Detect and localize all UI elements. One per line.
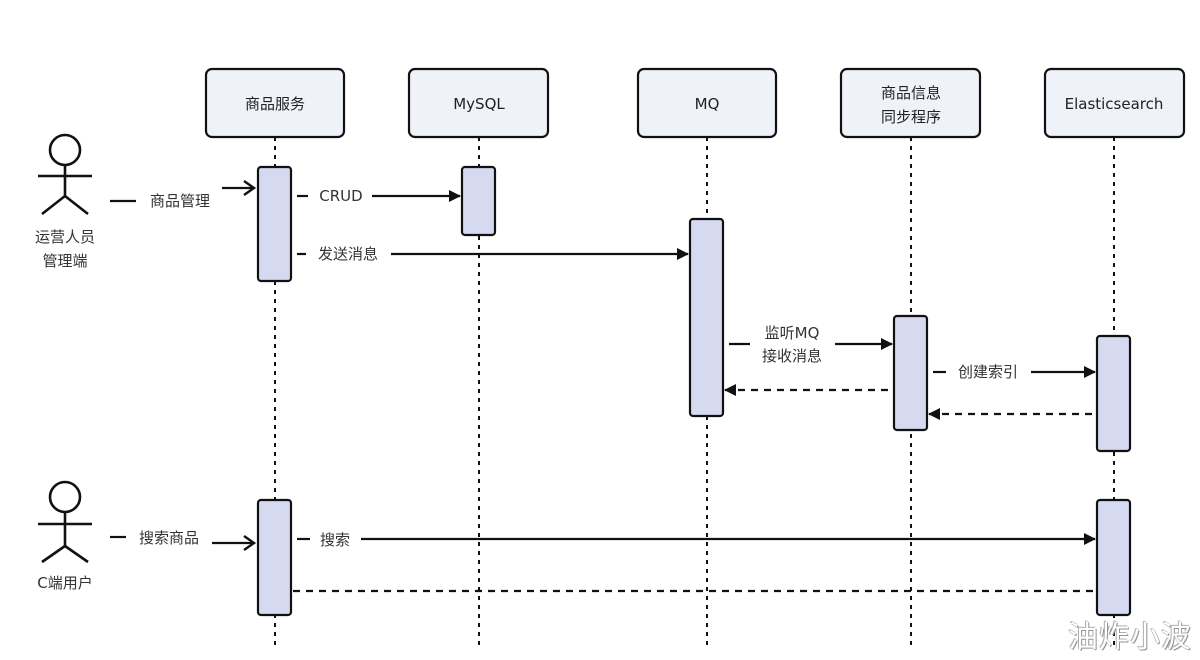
stick-figure-icon	[38, 133, 92, 216]
actor-admin: 运营人员 管理端	[35, 133, 95, 270]
message-search-goods: 搜索商品	[110, 529, 254, 547]
participant-label: MQ	[695, 95, 720, 113]
message-label: 发送消息	[318, 245, 378, 263]
actor-label-line2: 管理端	[42, 252, 87, 270]
actor-label-line1: 运营人员	[35, 228, 95, 246]
participant-sync-program: 商品信息 同步程序	[839, 67, 982, 139]
actor-c-user: C端用户	[37, 480, 93, 592]
message-crud: CRUD	[297, 187, 461, 205]
participant-mysql: MySQL	[407, 67, 550, 139]
message-create-index: 创建索引	[933, 363, 1096, 381]
message-label: CRUD	[319, 187, 362, 205]
message-label: 搜索商品	[139, 529, 199, 547]
message-label-line2: 接收消息	[762, 347, 822, 365]
activation-sync-program	[892, 314, 929, 432]
participant-goods-service: 商品服务	[204, 67, 346, 139]
message-label: 创建索引	[958, 363, 1018, 381]
watermark: 油炸小波	[1068, 620, 1192, 655]
activation-elasticsearch-1	[1095, 334, 1132, 453]
activation-mq	[688, 217, 725, 418]
message-label: 商品管理	[150, 192, 210, 210]
participant-label: MySQL	[453, 95, 505, 113]
message-search: 搜索	[297, 531, 1096, 549]
participant-label: Elasticsearch	[1065, 95, 1164, 113]
message-send-message: 发送消息	[297, 245, 689, 263]
activation-mysql	[460, 165, 497, 237]
participant-label-line1: 商品信息	[881, 84, 941, 102]
stick-figure-icon	[38, 480, 92, 564]
participant-label: 商品服务	[245, 95, 305, 113]
participant-elasticsearch: Elasticsearch	[1043, 67, 1186, 139]
participant-mq: MQ	[636, 67, 778, 139]
actor-label: C端用户	[37, 574, 92, 592]
activation-goods-service-2	[256, 498, 293, 617]
message-listen-mq: 监听MQ 接收消息	[729, 324, 893, 365]
activation-goods-service-1	[256, 165, 293, 283]
message-label: 搜索	[320, 531, 350, 549]
message-label-line1: 监听MQ	[765, 324, 820, 342]
participant-label-line2: 同步程序	[881, 108, 941, 126]
message-goods-management: 商品管理	[110, 188, 254, 210]
activation-elasticsearch-2	[1095, 498, 1132, 617]
